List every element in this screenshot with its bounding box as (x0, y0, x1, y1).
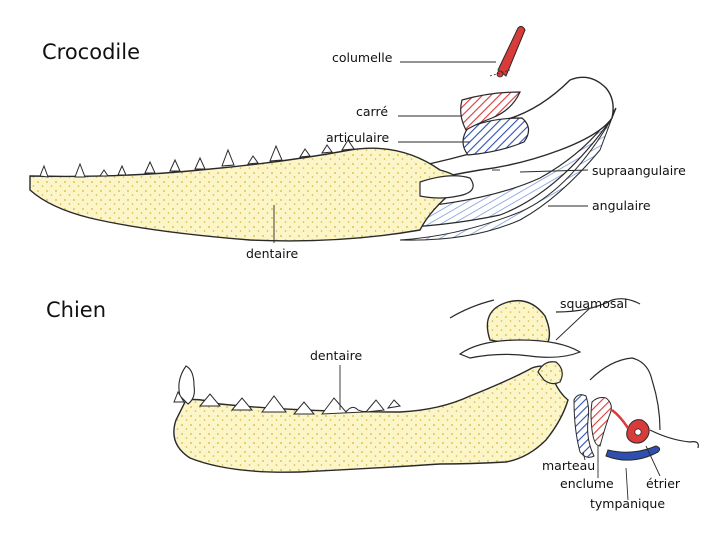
chien-jaw (173, 298, 699, 473)
carre-bone (460, 91, 521, 131)
enclume-bone (590, 397, 612, 447)
label-columelle: columelle (332, 50, 393, 65)
dentaire-bone (29, 147, 461, 242)
label-marteau: marteau (542, 458, 596, 473)
label-carre: carré (356, 104, 389, 119)
squamosal-bone (486, 299, 551, 345)
label-squamosal: squamosal (560, 296, 628, 311)
crocodile-title: Crocodile (42, 40, 140, 64)
tympanique-bone (605, 445, 661, 461)
crocodile-jaw (29, 25, 617, 242)
label-dentaire-crocodile: dentaire (246, 246, 299, 261)
chien-title: Chien (46, 298, 107, 322)
label-etrier: étrier (646, 476, 681, 491)
label-angulaire: angulaire (592, 198, 651, 213)
articulaire-bone (462, 117, 530, 156)
label-supraangulaire: supraangulaire (592, 163, 686, 178)
columelle-bone (497, 25, 526, 77)
marteau-bone (573, 394, 595, 458)
dentaire-dog-bone (173, 365, 569, 473)
label-articulaire: articulaire (326, 130, 390, 145)
label-enclume: enclume (560, 476, 614, 491)
label-tympanique: tympanique (590, 496, 666, 511)
label-dentaire-chien: dentaire (310, 348, 363, 363)
